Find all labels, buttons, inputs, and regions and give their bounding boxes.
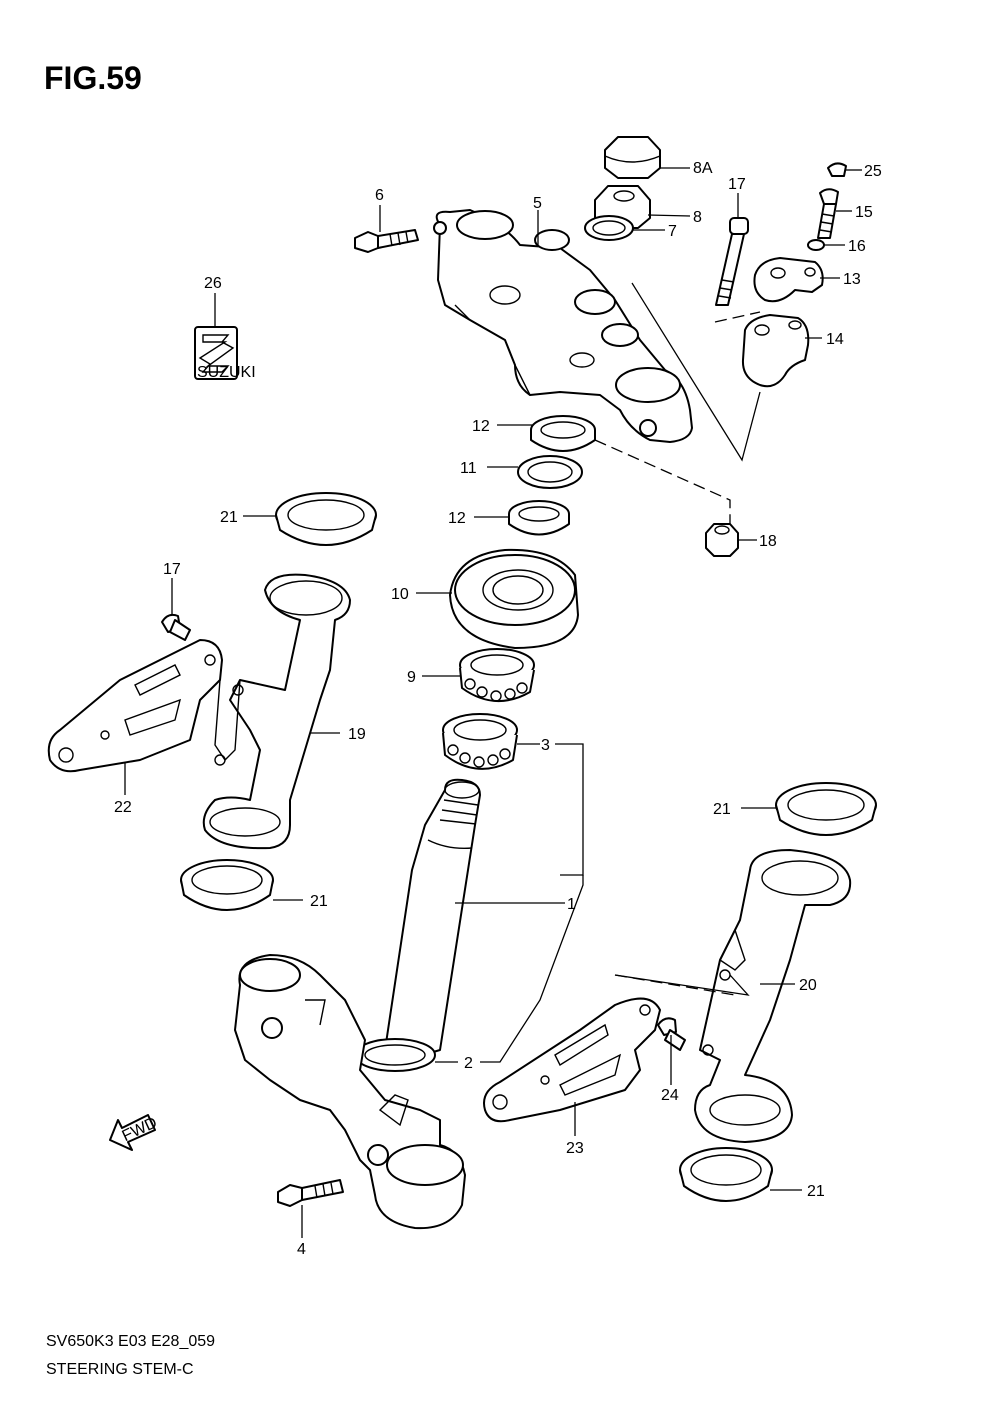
- callout-5: 5: [533, 195, 542, 212]
- bolt-6: [354, 229, 419, 253]
- callout-14: 14: [826, 331, 844, 348]
- callout-23: 23: [566, 1140, 584, 1157]
- callout-7: 7: [668, 223, 677, 240]
- callout-labels: 8A 8 7 5 6 17 25 15 16 13 14 26 12 11 12…: [114, 160, 882, 1258]
- callout-4: 4: [297, 1241, 306, 1258]
- callout-17-top: 17: [728, 176, 746, 193]
- callout-16: 16: [848, 238, 866, 255]
- callout-22: 22: [114, 799, 132, 816]
- callout-12-upper: 12: [472, 418, 490, 435]
- grommet-21-top-right: [775, 782, 877, 836]
- callout-8: 8: [693, 209, 702, 226]
- upper-bracket: [433, 209, 693, 443]
- callout-6: 6: [375, 187, 384, 204]
- leader-lines: [124, 167, 862, 1238]
- grommet-21-top-left: [275, 492, 377, 546]
- model-code: SV650K3 E03 E28_059: [46, 1333, 216, 1350]
- callout-21-top-left: 21: [220, 509, 238, 526]
- callout-21-bottom-left: 21: [310, 893, 328, 910]
- callout-19: 19: [348, 726, 366, 743]
- diagram-name: STEERING STEM-C: [46, 1361, 194, 1378]
- bolt-24: [657, 1017, 686, 1051]
- grommet-21-bottom-right: [679, 1147, 773, 1202]
- callout-18: 18: [759, 533, 777, 550]
- callout-9: 9: [407, 669, 416, 686]
- callout-15: 15: [855, 204, 873, 221]
- bearing-9: [459, 648, 535, 703]
- callout-8a: 8A: [693, 160, 713, 177]
- callout-11: 11: [460, 460, 477, 477]
- plate-23: [483, 997, 661, 1123]
- callout-3: 3: [541, 737, 550, 754]
- callout-13: 13: [843, 271, 861, 288]
- callout-21-top-right: 21: [713, 801, 731, 818]
- callout-1: 1: [567, 896, 576, 913]
- cap-25: [827, 162, 847, 177]
- plate-22: [47, 639, 223, 773]
- callout-25: 25: [864, 163, 882, 180]
- callout-2: 2: [464, 1055, 473, 1072]
- grommet-21-bottom-left: [180, 859, 274, 911]
- suzuki-emblem-26: SUZUKI: [194, 326, 256, 381]
- dust-seal-10: [449, 548, 579, 649]
- callout-26: 26: [204, 275, 222, 292]
- bolt-15: [817, 188, 839, 239]
- ring-nut-12-upper: [530, 415, 596, 452]
- bearing-3: [442, 713, 518, 770]
- ring-nut-12-lower: [508, 500, 570, 536]
- washer-7: [584, 215, 634, 241]
- washer-11: [517, 455, 583, 489]
- callout-20: 20: [799, 977, 817, 994]
- bolt-17-top: [715, 217, 749, 306]
- cap-nut-8a: [604, 136, 661, 179]
- fwd-arrow: FWD: [109, 1114, 160, 1151]
- handlebar-holder-14: [741, 314, 810, 388]
- bolt-4: [277, 1179, 344, 1207]
- nut-18: [705, 523, 739, 557]
- suzuki-logo-text: SUZUKI: [197, 364, 256, 381]
- bolt-17-left: [161, 613, 191, 641]
- handlebar-holder-13: [753, 257, 824, 303]
- washer-16: [807, 239, 825, 251]
- lower-bracket: [234, 954, 466, 1230]
- callout-12-lower: 12: [448, 510, 466, 527]
- callout-17-left: 17: [163, 561, 181, 578]
- callout-10: 10: [391, 586, 409, 603]
- bracket-20: [694, 849, 852, 1143]
- callout-24: 24: [661, 1087, 679, 1104]
- bracket-19: [202, 573, 351, 850]
- figure-title: FIG.59: [44, 60, 142, 96]
- steering-stem-1: [384, 778, 481, 1056]
- callout-21-bottom-right: 21: [807, 1183, 825, 1200]
- seal-2: [354, 1038, 436, 1072]
